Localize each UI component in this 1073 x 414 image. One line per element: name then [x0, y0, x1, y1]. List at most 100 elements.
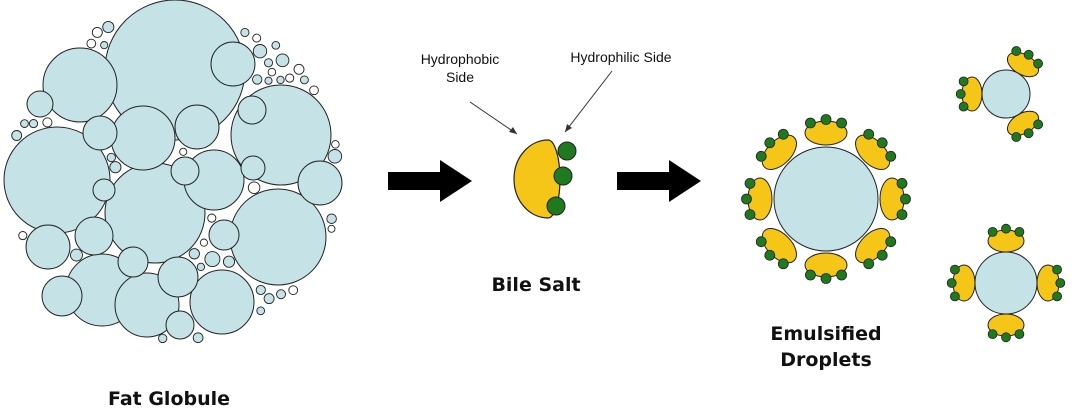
bile-salt-molecule [987, 223, 1025, 253]
hydrophilic-head [949, 264, 960, 275]
fat-globule-title: Fat Globule [108, 388, 230, 410]
hydrophilic-head [777, 128, 789, 140]
fat-micro-droplet [264, 76, 273, 85]
hydrophilic-head [820, 273, 832, 284]
bile-salt-molecule [987, 313, 1025, 343]
hydrophilic-head [744, 209, 756, 221]
fat-micro-droplet [275, 53, 290, 68]
fat-droplet [237, 95, 267, 125]
hydrophilic-head [949, 291, 960, 302]
fat-micro-droplet [28, 119, 39, 129]
hydrophilic-head [958, 101, 969, 112]
hydrophilic-head [804, 117, 816, 129]
fat-core [981, 69, 1031, 119]
fat-micro-droplet [326, 213, 337, 224]
hydrophilic-head [1023, 128, 1034, 139]
bile-salt-molecule [855, 228, 897, 270]
fat-micro-droplet [252, 44, 268, 59]
arrow-1-shape [388, 160, 472, 202]
bile-salt-molecule [1006, 46, 1044, 78]
arrow-1 [388, 160, 472, 202]
hydrophilic-head [764, 249, 776, 261]
fat-micro-droplet [240, 27, 250, 38]
emulsified-droplet [741, 114, 911, 284]
fat-micro-droplet [331, 140, 340, 149]
hydrophilic-head [836, 117, 848, 129]
hydrophilic-head [777, 258, 789, 270]
fat-micro-droplet [179, 147, 188, 156]
fat-micro-droplet [100, 41, 109, 50]
fat-droplet [210, 41, 256, 87]
fat-micro-droplet [255, 284, 266, 296]
fat-droplet [240, 155, 266, 181]
hydrophilic-head [896, 209, 908, 221]
hydrophilic-head [987, 329, 998, 340]
hydrophobic-label-line2: Side [446, 69, 474, 85]
fat-micro-droplet [276, 289, 286, 300]
hydrophilic-head [863, 258, 875, 270]
hydrophilic-head [876, 249, 888, 261]
bile-salt-molecule [855, 128, 897, 170]
hydrophilic-head [553, 166, 573, 186]
hydrophilic-head [896, 177, 908, 189]
hydrophilic-head [1023, 49, 1034, 60]
hydrophilic-head [804, 269, 816, 281]
emulsified-droplet [946, 223, 1066, 343]
fat-micro-droplet [252, 33, 262, 43]
bile-salt-molecule [1006, 110, 1044, 142]
fat-micro-droplet [109, 161, 122, 174]
hydrophilic-head [1052, 264, 1063, 275]
fat-micro-droplet [91, 26, 103, 38]
hydrophilic-head [744, 177, 756, 189]
bile-salt-molecule [755, 228, 797, 270]
hydrophobic-label-line1: Hydrophobic [421, 51, 500, 67]
hydrophilic-head [958, 76, 969, 87]
fat-micro-droplet [288, 285, 299, 296]
fat-micro-droplet [70, 248, 83, 262]
fat-micro-droplet [106, 152, 116, 163]
hydrophilic-head [955, 89, 966, 99]
fat-micro-droplet [102, 20, 115, 34]
hydrophilic-head [1014, 226, 1025, 237]
fat-micro-droplet [247, 181, 261, 194]
hydrophilic-head [1052, 291, 1063, 302]
fat-micro-droplet [267, 67, 277, 77]
fat-micro-droplet [327, 224, 336, 233]
fat-micro-droplet [285, 73, 295, 83]
fat-micro-droplet [158, 333, 168, 344]
hydrophilic-head [1001, 223, 1011, 234]
fat-micro-droplet [327, 149, 343, 164]
fat-micro-droplet [20, 119, 29, 128]
fat-micro-droplet [252, 74, 263, 85]
hydrophilic-head [764, 137, 776, 149]
fat-droplet [42, 47, 118, 123]
fat-droplet [74, 216, 114, 256]
hydrophilic-head [546, 196, 566, 216]
hydrophilic-head [863, 128, 875, 140]
hydrophilic-head [1011, 46, 1022, 56]
hydrophilic-head [885, 150, 897, 162]
fat-droplet [165, 310, 195, 340]
hydrophilic-head [820, 114, 832, 125]
hydrophilic-head [1014, 329, 1025, 340]
fat-micro-droplet [192, 332, 204, 344]
bile-salt-molecule [879, 177, 911, 221]
bile-salt-molecule [955, 76, 983, 112]
fat-droplet [41, 275, 83, 317]
fat-droplet [25, 224, 71, 270]
fat-micro-droplet [299, 75, 309, 85]
fat-droplet [82, 115, 118, 151]
fat-droplet [208, 219, 240, 251]
fat-micro-droplet [309, 85, 319, 96]
fat-droplet [189, 269, 255, 335]
fat-droplet [110, 105, 176, 171]
fat-micro-droplet [199, 238, 208, 247]
fat-micro-droplet [207, 213, 217, 223]
emulsified-title-line1: Emulsified [770, 323, 881, 345]
fat-micro-droplet [18, 231, 28, 241]
fat-micro-droplet [293, 63, 305, 75]
bile-salt-molecule [1036, 264, 1066, 302]
fat-core [974, 251, 1038, 315]
fat-micro-droplet [256, 306, 266, 316]
